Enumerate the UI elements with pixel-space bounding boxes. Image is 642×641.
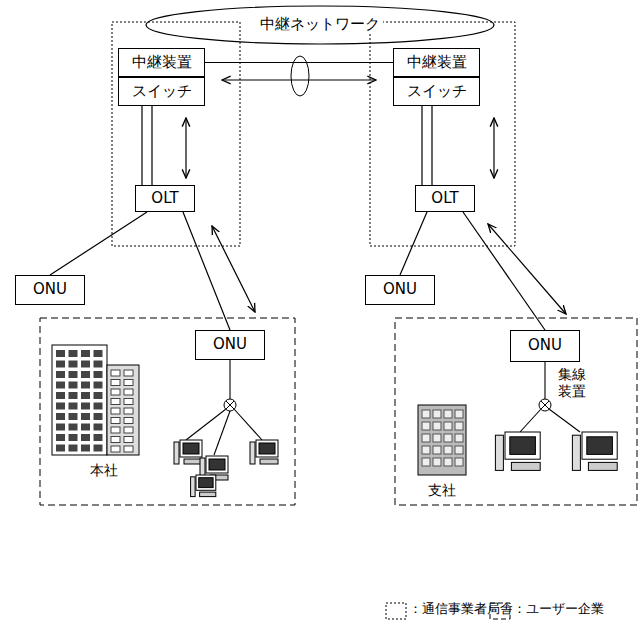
equipment-box: スイッチ xyxy=(118,77,205,106)
equipment-box: ONU xyxy=(365,275,435,305)
node-label: スイッチ xyxy=(132,83,192,100)
network-ellipse: 中継ネットワーク xyxy=(145,5,495,45)
wiring xyxy=(186,360,580,455)
link-line xyxy=(400,212,427,275)
legend-text: ：ユーザー企業 xyxy=(513,602,604,617)
equipment-box: ONU xyxy=(510,330,580,362)
legend-sample-dotted xyxy=(386,603,406,619)
node-label: ONU xyxy=(528,337,562,354)
equipment-box: ONU xyxy=(15,275,85,305)
flow-arrow xyxy=(185,118,186,178)
link-line xyxy=(183,212,230,330)
concentrator-label: 集線 装置 xyxy=(558,366,589,400)
link-line xyxy=(142,106,152,185)
node-label: 中継ネットワーク xyxy=(257,16,383,33)
link-line xyxy=(50,212,147,275)
node-label: ONU xyxy=(213,336,247,353)
node-label: 中継装置 xyxy=(132,54,192,71)
link-line xyxy=(422,106,432,185)
equipment-box: スイッチ xyxy=(393,77,480,106)
carrier-office xyxy=(112,22,240,246)
node-label: 中継装置 xyxy=(407,54,467,71)
legend-text: ：通信事業者局舎 xyxy=(409,602,513,617)
link-line xyxy=(205,62,393,63)
equipment-box: ONU xyxy=(195,330,265,360)
node-label: OLT xyxy=(151,190,178,207)
hq-label: 本社 xyxy=(90,462,118,478)
flow-arrow xyxy=(222,79,376,80)
node-label: OLT xyxy=(431,190,458,207)
equipment-box: 中継装置 xyxy=(393,48,480,77)
link-line xyxy=(463,212,545,330)
node-label: スイッチ xyxy=(407,83,467,100)
node-label: ONU xyxy=(383,281,417,298)
equipment-box: 中継装置 xyxy=(118,48,205,77)
equipment-box: OLT xyxy=(415,185,475,212)
flow-arrow xyxy=(488,224,566,314)
user-premises xyxy=(40,318,295,505)
branch-label: 支社 xyxy=(428,482,456,498)
branch-building xyxy=(418,405,466,475)
node-label: ONU xyxy=(33,281,67,298)
user-premises xyxy=(395,318,637,505)
concentrator xyxy=(224,399,551,411)
flow-arrow xyxy=(493,118,494,178)
pc-icon xyxy=(174,432,617,497)
flow-arrow xyxy=(212,226,255,312)
hq-building xyxy=(52,345,139,455)
equipment-box: OLT xyxy=(135,185,195,212)
carrier-office xyxy=(370,22,515,246)
